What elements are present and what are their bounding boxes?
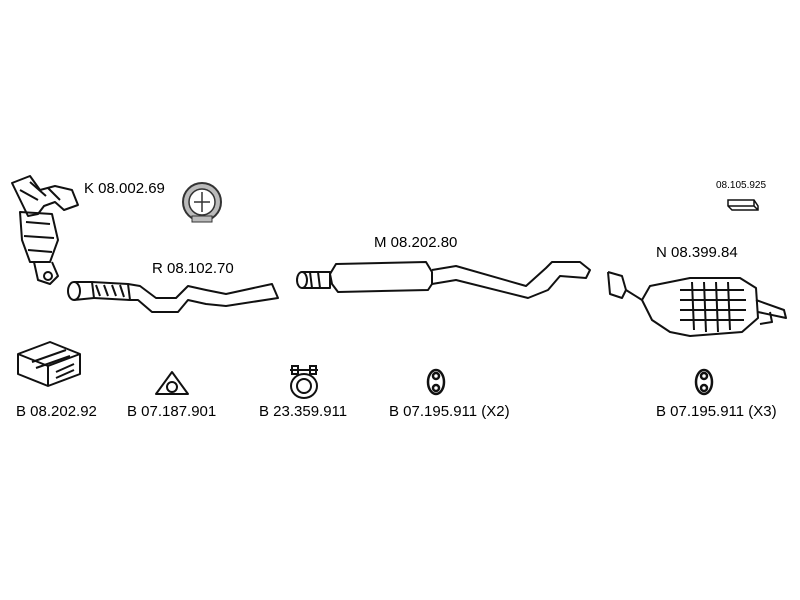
mounting-kit-icon [17,341,81,387]
rubber-mount-icon [694,368,714,396]
accessory-code-2: B 07.187.901 [127,403,217,420]
accessory-code-5: B 07.195.911 (X3) [656,403,777,420]
front-pipe-code: R 08.102.70 [152,260,234,277]
middle-silencer-code: M 08.202.80 [374,234,458,251]
clamp-icon [290,365,318,399]
accessory-code-1: B 08.202.92 [16,403,97,420]
accessory-code-4: B 07.195.911 (X2) [389,403,510,420]
gasket-icon [155,371,189,395]
rear-silencer-code: N 08.399.84 [656,244,738,261]
small-part-drawing [727,199,759,211]
certification-seal-icon [182,182,222,223]
catalyst-code: K 08.002.69 [84,180,165,197]
accessory-code-3: B 23.359.911 [259,403,348,420]
rubber-mount-icon [426,368,446,396]
small-part-code: 08.105.925 [716,180,767,191]
